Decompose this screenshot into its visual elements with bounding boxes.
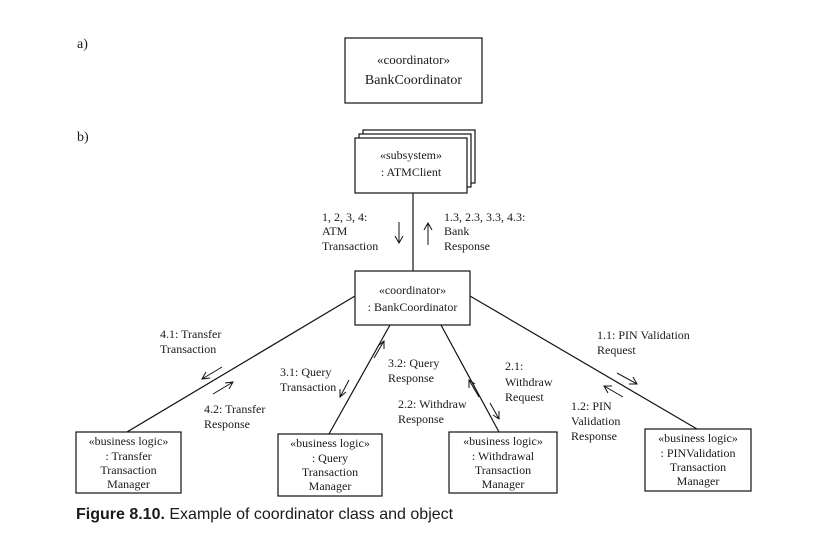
query-manager-line-2: Transaction [302, 465, 358, 479]
withdrawal-manager-stereotype: «business logic» [463, 434, 543, 448]
msg-pin-response-line-1: 1.2: PIN [571, 399, 612, 413]
pin-manager-line-1: : PINValidation [661, 446, 736, 460]
links [126, 193, 698, 435]
arrow-bank-response-up [423, 221, 433, 245]
msg-withdraw-request-line-3: Request [505, 390, 544, 404]
msg-transfer-transaction-line-2: Transaction [160, 342, 216, 356]
message-atm-transaction: 1, 2, 3, 4: ATM Transaction [322, 210, 378, 253]
subsystem-box [354, 137, 468, 194]
msg-bank-response-line-2: Bank [444, 224, 469, 238]
class-box [344, 37, 483, 104]
msg-pin-request-line-2: Request [597, 343, 636, 357]
msg-withdraw-request-line-1: 2.1: [505, 359, 523, 373]
msg-query-transaction-line-2: Transaction [280, 380, 336, 394]
arrow-pin-response [603, 385, 624, 398]
msg-pin-response-line-2: Validation [571, 414, 620, 428]
msg-atm-transaction-line-1: 1, 2, 3, 4: [322, 210, 367, 224]
msg-transfer-response-line-2: Response [204, 417, 250, 431]
msg-transfer-response-line-1: 4.2: Transfer [204, 402, 265, 416]
msg-withdraw-response-line-1: 2.2: Withdraw [398, 397, 467, 411]
bank-coordinator-object: «coordinator» : BankCoordinator [354, 270, 471, 326]
link-coordinator-pin [469, 295, 698, 430]
pin-manager-stereotype: «business logic» [658, 431, 738, 445]
message-query-transaction: 3.1: Query Transaction [280, 365, 336, 394]
withdrawal-manager-line-3: Manager [482, 477, 525, 491]
msg-pin-response-line-3: Response [571, 429, 617, 443]
arrow-withdraw-response [468, 379, 480, 398]
msg-bank-response-line-1: 1.3, 2.3, 3.3, 4.3: [444, 210, 525, 224]
withdrawal-manager-line-1: : Withdrawal [472, 449, 535, 463]
msg-atm-transaction-line-3: Transaction [322, 239, 378, 253]
withdrawal-transaction-manager: «business logic» : Withdrawal Transactio… [448, 431, 558, 494]
figure-caption: Figure 8.10. Example of coordinator clas… [76, 506, 453, 524]
pin-manager-line-3: Manager [677, 474, 720, 488]
pin-manager-box [644, 428, 752, 492]
msg-withdraw-response-line-2: Response [398, 412, 444, 426]
transfer-manager-line-2: Transaction [100, 463, 156, 477]
pin-manager-line-2: Transaction [670, 460, 726, 474]
pin-validation-transaction-manager: «business logic» : PINValidation Transac… [644, 428, 752, 492]
link-coordinator-withdrawal [440, 324, 500, 433]
arrow-query-response [373, 339, 385, 359]
transfer-manager-line-3: Manager [107, 477, 150, 491]
msg-query-transaction-line-1: 3.1: Query [280, 365, 331, 379]
bank-coordinator-class: «coordinator» BankCoordinator [344, 37, 483, 104]
class-stereotype: «coordinator» [377, 52, 450, 67]
transfer-transaction-manager: «business logic» : Transfer Transaction … [75, 431, 182, 494]
msg-transfer-transaction-line-1: 4.1: Transfer [160, 327, 221, 341]
arrow-pin-request [616, 372, 638, 385]
withdrawal-manager-line-2: Transaction [475, 463, 531, 477]
transfer-manager-box [75, 431, 182, 494]
transfer-manager-line-1: : Transfer [105, 449, 151, 463]
subsystem-stereotype: «subsystem» [380, 148, 442, 162]
message-arrows [201, 221, 638, 420]
figure-caption-text: Example of coordinator class and object [169, 506, 454, 523]
transfer-manager-stereotype: «business logic» [89, 434, 169, 448]
arrow-query-transaction [339, 379, 350, 399]
subsystem-name: : ATMClient [381, 165, 442, 179]
arrow-atm-transaction-down [394, 222, 404, 245]
message-transfer-transaction: 4.1: Transfer Transaction [160, 327, 221, 356]
message-withdraw-request: 2.1: Withdraw Request [505, 359, 553, 404]
query-manager-box [277, 433, 383, 497]
coordinator-box [354, 270, 471, 326]
coordinator-name: : BankCoordinator [368, 300, 458, 314]
msg-query-response-line-2: Response [388, 371, 434, 385]
message-pin-response: 1.2: PIN Validation Response [571, 399, 620, 443]
coordinator-stereotype: «coordinator» [379, 283, 446, 297]
query-manager-line-1: : Query [312, 451, 348, 465]
message-transfer-response: 4.2: Transfer Response [204, 402, 265, 431]
query-manager-stereotype: «business logic» [290, 436, 370, 450]
class-name: BankCoordinator [365, 73, 463, 88]
message-query-response: 3.2: Query Response [388, 356, 439, 385]
part-a-label: a) [77, 37, 88, 52]
link-coordinator-transfer [126, 295, 356, 433]
msg-pin-request-line-1: 1.1: PIN Validation [597, 328, 690, 342]
atm-client-subsystem: «subsystem» : ATMClient [354, 129, 476, 194]
query-manager-line-3: Manager [309, 479, 352, 493]
message-pin-request: 1.1: PIN Validation Request [597, 328, 690, 357]
link-coordinator-query [328, 324, 391, 435]
part-b-label: b) [77, 130, 89, 145]
msg-withdraw-request-line-2: Withdraw [505, 375, 553, 389]
figure-number: Figure 8.10. [76, 506, 165, 523]
arrow-transfer-response [212, 381, 234, 395]
msg-bank-response-line-3: Response [444, 239, 490, 253]
message-bank-response: 1.3, 2.3, 3.3, 4.3: Bank Response [444, 210, 525, 253]
msg-query-response-line-1: 3.2: Query [388, 356, 439, 370]
query-transaction-manager: «business logic» : Query Transaction Man… [277, 433, 383, 497]
message-withdraw-response: 2.2: Withdraw Response [398, 397, 467, 426]
msg-atm-transaction-line-2: ATM [322, 224, 348, 238]
arrow-transfer-transaction [201, 366, 223, 380]
arrow-withdraw-request [489, 402, 500, 420]
withdrawal-manager-box [448, 431, 558, 494]
